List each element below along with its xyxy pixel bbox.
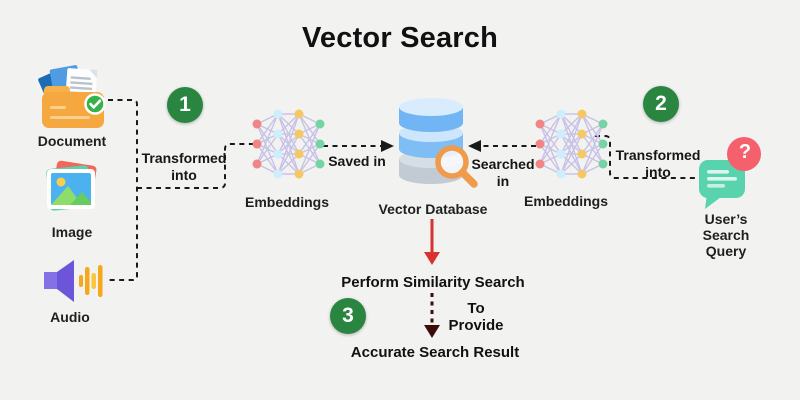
connector-sources-trunk	[108, 99, 138, 281]
node-label-embeddings-right: Embeddings	[523, 193, 608, 209]
source-label-document: Document	[37, 133, 107, 149]
arrowhead-db-to-similarity	[424, 252, 440, 265]
check-icon	[84, 93, 106, 115]
arrowhead-to-provide	[424, 325, 440, 338]
source-label-audio: Audio	[50, 309, 90, 325]
audio-icon	[44, 260, 103, 302]
node-label-vector-database: Vector Database	[378, 201, 488, 217]
question-icon: ?	[738, 141, 752, 163]
edge-label-searched-in: Searched in	[471, 156, 535, 189]
page-title: Vector Search	[301, 22, 499, 54]
source-label-image: Image	[51, 224, 93, 240]
node-label-user-query: User’s Search Query	[702, 211, 750, 259]
step-badge-2: 2	[643, 86, 679, 122]
step-badge-3: 3	[330, 298, 366, 334]
node-label-embeddings-left: Embeddings	[244, 194, 329, 210]
flow-label-accurate-search-result: Accurate Search Result	[350, 344, 520, 361]
neural-network-icon-right	[535, 109, 608, 179]
chat-question-icon	[699, 137, 761, 209]
image-icon	[46, 160, 97, 211]
edge-label-transformed-into-left: Transformed into	[141, 150, 227, 183]
flow-label-to-provide: To Provide	[448, 300, 504, 334]
step-badge-1: 1	[167, 87, 203, 123]
arrowhead-saved-in	[381, 140, 394, 152]
document-icon	[38, 65, 106, 128]
edge-label-transformed-into-right: Transformed into	[615, 147, 701, 180]
edge-label-saved-in: Saved in	[328, 153, 386, 169]
flow-label-perform-similarity-search: Perform Similarity Search	[341, 274, 525, 291]
neural-network-icon-left	[252, 109, 325, 179]
magnifier-icon	[435, 145, 478, 188]
